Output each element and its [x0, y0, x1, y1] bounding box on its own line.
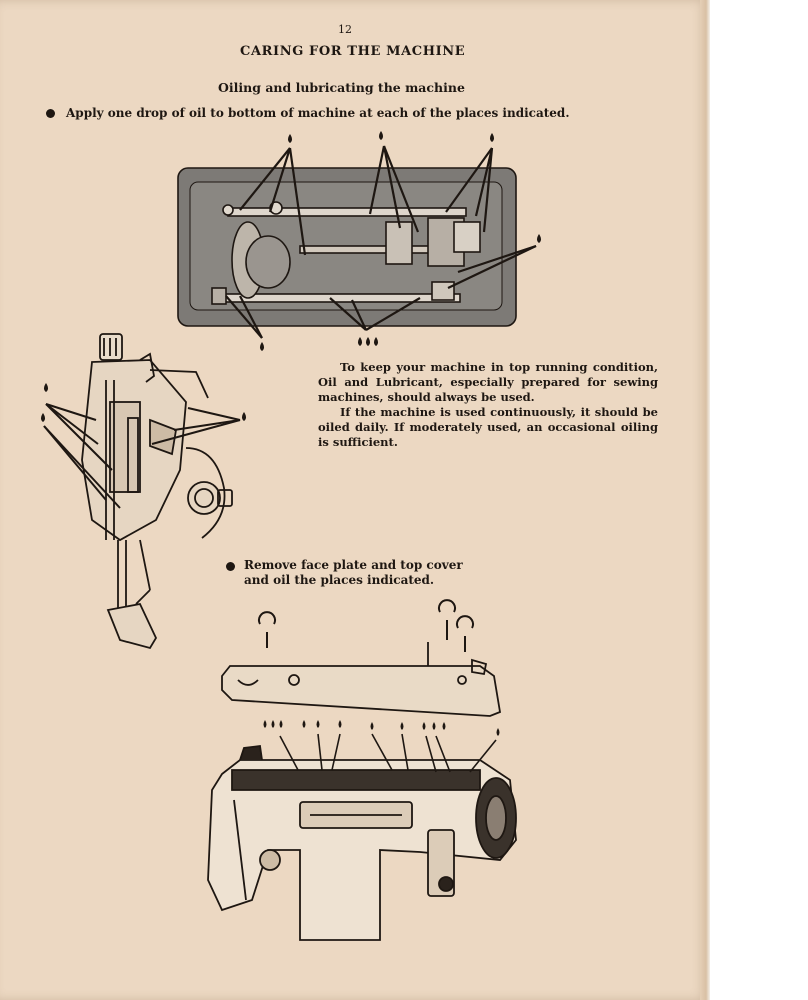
- maintenance-paragraph: To keep your machine in top running cond…: [318, 360, 658, 450]
- instruction-remove-face-plate: Remove face plate and top cover and oil …: [244, 558, 463, 587]
- page-edge: [700, 0, 710, 1000]
- screw-icon: [258, 599, 474, 652]
- bullet-dot-icon: [46, 109, 55, 118]
- instruction-bottom-oiling: Apply one drop of oil to bottom of machi…: [66, 106, 570, 120]
- page-number: 12: [338, 23, 352, 36]
- section-heading: Oiling and lubricating the machine: [218, 80, 465, 95]
- page-title: CARING FOR THE MACHINE: [240, 44, 466, 59]
- oil-drop-icon: [41, 383, 246, 422]
- oil-drop-icon: [263, 720, 500, 736]
- bullet-dot-icon: [226, 562, 235, 571]
- oil-drop-icon: [260, 131, 541, 351]
- paragraph-oiling-frequency: If the machine is used continuously, it …: [318, 405, 658, 449]
- paragraph-lubricant: To keep your machine in top running cond…: [318, 360, 658, 404]
